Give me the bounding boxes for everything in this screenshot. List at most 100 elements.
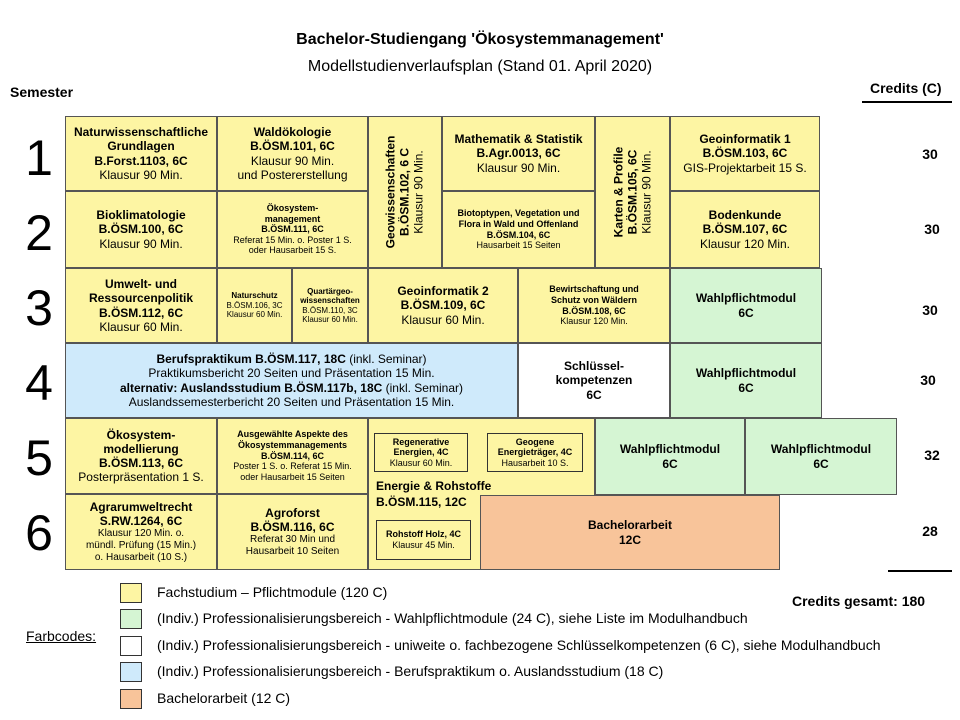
module-title: Flora in Wald und Offenland [458, 218, 579, 229]
module-code: B.ÖSM.110, 3C [302, 305, 358, 315]
module-code: B.ÖSM.104, 6C [486, 229, 551, 240]
module-geoinformatik-1: Geoinformatik 1 B.ÖSM.103, 6C GIS-Projek… [670, 116, 820, 191]
module-title: Waldökologie [253, 125, 332, 140]
module-bioklimatologie: Bioklimatologie B.ÖSM.100, 6C Klausur 90… [65, 191, 217, 268]
legend-item: Fachstudium – Pflichtmodule (120 C) [157, 584, 388, 600]
module-exam: Hausarbeit 15 Seiten [476, 240, 561, 251]
module-naturwissenschaftliche-grundlagen: Naturwissenschaftliche Grundlagen B.Fors… [65, 116, 217, 191]
module-exam: Klausur 90 Min. [410, 150, 425, 234]
submodule-regenerative-energien: Regenerative Energien, 4C Klausur 60 Min… [374, 433, 468, 472]
semester-number: 2 [25, 205, 53, 261]
module-title: Wahlpflichtmodul [695, 366, 797, 381]
module-exam: Klausur 90 Min. [99, 236, 183, 251]
module-code: B.ÖSM.101, 6C [250, 139, 335, 154]
module-mathematik-statistik: Mathematik & Statistik B.Agr.0013, 6C Kl… [442, 116, 595, 191]
module-title: Geowissenschaften [383, 135, 398, 249]
module-title: Wahlpflichtmodul [619, 442, 721, 457]
module-credits: 6C [586, 387, 602, 402]
module-exam: Klausur 60 Min. [226, 310, 283, 320]
page-subtitle: Modellstudienverlaufsplan (Stand 01. Apr… [307, 58, 653, 75]
module-geowissenschaften: Geowissenschaften B.ÖSM.102, 6 C Klausur… [368, 116, 442, 268]
module-code: S.RW.1264, 6C [99, 514, 183, 529]
module-title: wissenschaften [300, 296, 360, 306]
module-code: B.Agr.0013, 6C [476, 146, 561, 161]
semester-credits: 30 [920, 372, 936, 388]
module-wahlpflicht-sem4: Wahlpflichtmodul 6C [670, 343, 822, 418]
module-title: Umwelt- und [105, 277, 177, 292]
module-title: Bachelorarbeit [587, 518, 673, 533]
submodule-geogene-energietraeger: Geogene Energieträger, 4C Hausarbeit 10 … [487, 433, 583, 472]
module-title: modellierung [103, 441, 179, 456]
module-title: Wahlpflichtmodul [695, 291, 797, 306]
module-code: B.ÖSM.108, 6C [562, 305, 626, 316]
semester-credits: 30 [922, 302, 938, 318]
module-code: B.ÖSM.109, 6C [400, 298, 486, 313]
module-exam: Klausur 120 Min. [560, 316, 628, 327]
module-agroforst: Agroforst B.ÖSM.116, 6C Referat 30 Min u… [217, 494, 368, 570]
legend-item: Bachelorarbeit (12 C) [157, 690, 291, 706]
module-agrarumweltrecht: Agrarumweltrecht S.RW.1264, 6C Klausur 1… [65, 494, 217, 570]
module-title: alternativ: Auslandsstudium B.ÖSM.117b, … [120, 380, 383, 395]
module-title: Quartärgeo- [307, 286, 353, 296]
module-energie-title: Energie & Rohstoffe [376, 479, 492, 493]
module-quartaergeowissenschaften: Quartärgeo- wissenschaften B.ÖSM.110, 3C… [292, 268, 368, 343]
credits-sum-line [888, 570, 952, 572]
module-exam: Klausur 90 Min. [250, 153, 335, 168]
module-berufspraktikum: Berufspraktikum B.ÖSM.117, 18C (inkl. Se… [65, 343, 518, 418]
module-umwelt-ressourcenpolitik: Umwelt- und Ressourcenpolitik B.ÖSM.112,… [65, 268, 217, 343]
module-title: Grundlagen [107, 139, 175, 154]
legend-item: (Indiv.) Professionalisierungsbereich - … [157, 637, 881, 653]
module-title: Naturschutz [231, 291, 278, 301]
module-title: Bewirtschaftung und [549, 284, 639, 295]
semester-number: 3 [25, 280, 53, 336]
module-credits: 6C [738, 305, 754, 320]
legend-swatch-fachstudium [120, 583, 142, 603]
module-exam: Referat 15 Min. o. Poster 1 S. [233, 234, 352, 245]
module-exam: oder Hausarbeit 15 S. [248, 245, 337, 256]
module-credits: 6C [738, 380, 754, 395]
module-note: (inkl. Seminar) [345, 352, 427, 367]
module-bachelorarbeit: Bachelorarbeit 12C [480, 495, 780, 570]
module-code: B.ÖSM.106, 3C [226, 300, 283, 310]
module-exam: Praktikumsbericht 20 Seiten und Präsenta… [148, 366, 435, 381]
module-exam: mündl. Prüfung (15 Min.) [85, 540, 197, 552]
legend-item: (Indiv.) Professionalisierungsbereich - … [157, 610, 748, 626]
module-title: management [264, 213, 321, 224]
module-exam: Klausur 60 Min. [401, 312, 485, 327]
module-exam: GIS-Projektarbeit 15 S. [683, 160, 807, 175]
module-title: Bioklimatologie [96, 208, 186, 223]
module-ausgewaehlte-aspekte: Ausgewählte Aspekte des Ökosystemmanagem… [217, 418, 368, 494]
module-title: kompetenzen [555, 373, 633, 388]
module-karten-profile: Karten & Profile B.ÖSM.105, 6C Klausur 9… [595, 116, 670, 268]
module-title: Geogene [515, 436, 555, 447]
module-note: (inkl. Seminar) [382, 380, 463, 395]
legend-swatch-praktikum [120, 662, 142, 682]
module-code: B.ÖSM.116, 6C [250, 520, 335, 535]
module-exam: Klausur 45 Min. [392, 540, 455, 550]
module-energie-code: B.ÖSM.115, 12C [376, 495, 467, 509]
legend-swatch-wahlpflicht [120, 609, 142, 629]
module-exam: oder Hausarbeit 15 Seiten [240, 471, 345, 482]
legend-swatch-bachelorarbeit [120, 689, 142, 709]
module-code: B.ÖSM.100, 6C [98, 222, 184, 237]
module-exam: Hausarbeit 10 Seiten [245, 546, 340, 558]
module-title: Agroforst [265, 506, 320, 521]
module-title: Geoinformatik 2 [397, 284, 489, 299]
module-code: B.ÖSM.111, 6C [261, 224, 324, 235]
module-exam: Klausur 90 Min. [638, 150, 653, 234]
module-credits: 6C [662, 456, 678, 471]
module-exam: Klausur 60 Min. [302, 314, 358, 324]
module-code: B.ÖSM.107, 6C [702, 222, 788, 237]
semester-number: 6 [25, 505, 53, 561]
module-exam: Klausur 60 Min. [99, 319, 183, 334]
module-title: Berufspraktikum B.ÖSM.117, 18C [156, 352, 346, 367]
module-exam: Hausarbeit 10 S. [501, 457, 569, 468]
module-credits: 12C [618, 532, 641, 547]
semester-credits: 30 [922, 146, 938, 162]
semester-number: 4 [25, 355, 53, 411]
module-exam: Posterpräsentation 1 S. [78, 470, 204, 485]
module-title: Geoinformatik 1 [699, 132, 791, 147]
module-exam: o. Hausarbeit (10 S.) [94, 552, 188, 564]
module-credits: 6C [813, 456, 829, 471]
module-biotoptypen: Biotoptypen, Vegetation und Flora in Wal… [442, 191, 595, 268]
